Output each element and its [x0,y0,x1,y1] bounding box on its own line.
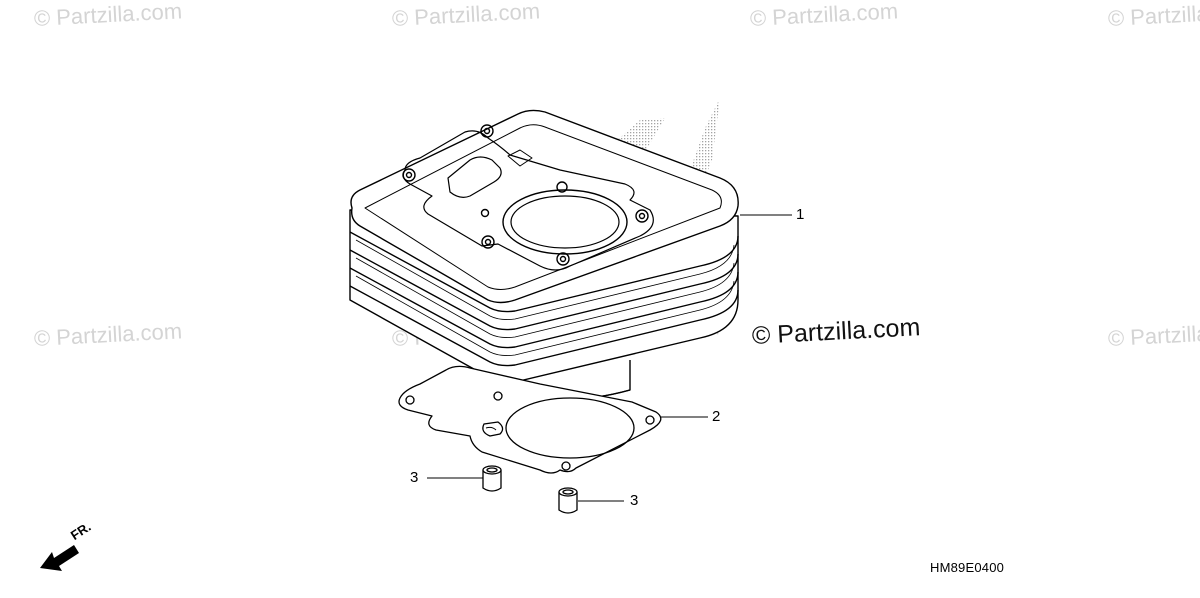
diagram-code: HM89E0400 [930,560,1005,575]
callout-2: 2 [712,408,721,425]
cylinder-gasket-part [398,365,662,474]
callout-3-left: 3 [410,469,419,486]
callout-3-right: 3 [630,492,639,509]
cylinder-part [349,109,739,401]
front-direction-arrow-icon [40,545,79,571]
callout-1: 1 [796,206,805,223]
dowel-pin-right [558,487,578,514]
callout-leaders [427,214,792,502]
dowel-pin-left [482,465,502,492]
